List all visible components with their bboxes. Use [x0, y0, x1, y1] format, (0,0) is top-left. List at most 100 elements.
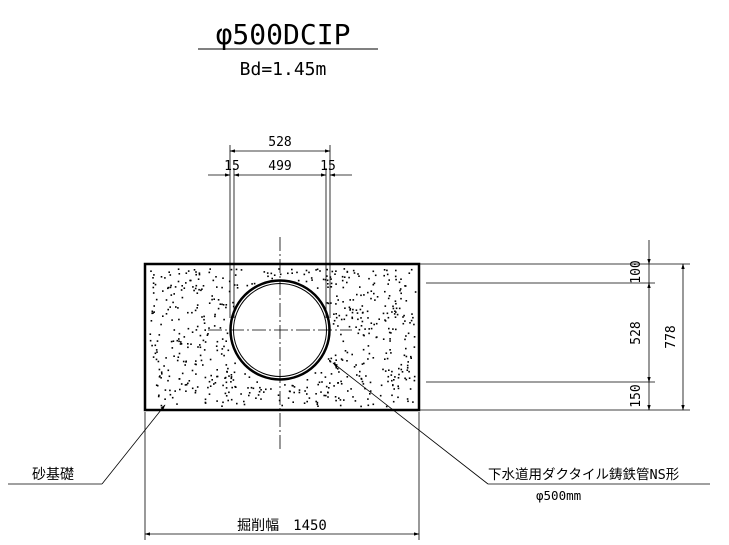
- sand-speckle: [410, 357, 412, 359]
- sand-speckle: [233, 371, 236, 374]
- sand-speckle: [362, 348, 365, 351]
- sand-speckle: [178, 352, 181, 355]
- sand-speckle: [337, 382, 339, 384]
- sand-speckle: [180, 383, 183, 385]
- sand-speckle: [259, 386, 261, 389]
- sand-speckle: [389, 338, 391, 340]
- sand-speckle: [181, 372, 184, 375]
- sand-speckle: [252, 387, 255, 390]
- sand-speckle: [335, 367, 338, 369]
- sand-speckle: [407, 332, 410, 335]
- sand-speckle: [414, 291, 417, 293]
- sand-speckle: [346, 376, 349, 378]
- sand-speckle: [263, 271, 266, 273]
- sand-speckle: [216, 400, 218, 402]
- sand-speckle: [369, 390, 372, 392]
- sand-speckle: [160, 323, 162, 326]
- sand-speckle: [187, 346, 189, 349]
- sand-speckle: [326, 279, 329, 282]
- sand-speckle: [173, 329, 176, 331]
- sand-speckle: [198, 272, 201, 274]
- sand-speckle: [402, 322, 405, 325]
- sand-speckle: [278, 399, 281, 402]
- sand-speckle: [228, 391, 230, 394]
- sand-speckle: [185, 272, 188, 274]
- sand-speckle: [356, 374, 358, 376]
- sand-speckle: [334, 354, 337, 357]
- sand-speckle: [406, 364, 409, 367]
- sand-speckle: [326, 275, 328, 277]
- sand-speckle: [226, 332, 229, 335]
- sand-speckle: [333, 313, 335, 315]
- sand-speckle: [384, 319, 386, 321]
- dim-bottom-width: 掘削幅 1450: [237, 518, 327, 534]
- sand-speckle: [248, 392, 251, 394]
- sand-speckle: [195, 284, 198, 287]
- sand-speckle: [201, 316, 203, 318]
- sand-speckle: [343, 268, 346, 270]
- sand-speckle: [185, 360, 187, 363]
- sand-speckle: [386, 357, 389, 360]
- sand-speckle: [411, 313, 413, 315]
- sand-speckle: [160, 377, 162, 379]
- sand-speckle: [379, 394, 382, 397]
- sand-speckle: [358, 275, 360, 277]
- sand-speckle: [367, 291, 369, 294]
- sand-speckle: [322, 278, 325, 281]
- sand-speckle: [208, 393, 211, 395]
- sand-speckle: [194, 309, 197, 312]
- sand-speckle: [221, 405, 223, 407]
- sand-speckle: [204, 402, 207, 404]
- sand-speckle: [208, 327, 210, 329]
- sand-speckle: [389, 340, 391, 342]
- sand-speckle: [221, 303, 223, 306]
- sand-speckle: [360, 377, 363, 380]
- sand-speckle: [183, 287, 186, 289]
- sand-speckle: [318, 381, 321, 384]
- sand-speckle: [217, 299, 220, 301]
- sand-speckle: [388, 327, 390, 330]
- sand-speckle: [225, 395, 228, 397]
- sand-speckle: [357, 273, 359, 275]
- sand-speckle: [410, 268, 413, 271]
- sand-speckle: [360, 317, 362, 319]
- sand-speckle: [365, 375, 367, 377]
- sand-speckle: [177, 268, 180, 270]
- sand-speckle: [195, 360, 197, 362]
- sand-speckle: [155, 349, 158, 351]
- sand-speckle: [370, 297, 372, 300]
- sand-speckle: [271, 277, 273, 280]
- sand-speckle: [287, 397, 290, 399]
- sand-speckle: [394, 316, 397, 318]
- sand-speckle: [152, 286, 155, 289]
- sand-speckle: [150, 320, 153, 322]
- sand-speckle: [178, 273, 181, 275]
- sand-speckle: [376, 296, 379, 298]
- sand-speckle: [212, 279, 215, 282]
- sand-speckle: [187, 311, 189, 314]
- sand-speckle: [344, 350, 347, 352]
- sand-speckle: [342, 301, 344, 303]
- sand-speckle: [194, 391, 197, 394]
- sand-speckle: [330, 373, 333, 375]
- sand-speckle: [169, 389, 171, 392]
- sand-speckle: [211, 298, 213, 301]
- sand-speckle: [236, 284, 239, 286]
- sand-speckle: [391, 379, 393, 382]
- sand-speckle: [179, 388, 181, 391]
- sand-speckle: [384, 320, 387, 322]
- sand-speckle: [407, 400, 409, 403]
- sand-speckle: [213, 325, 216, 327]
- sand-speckle: [263, 391, 265, 393]
- label-pipe-size: φ500mm: [536, 488, 581, 503]
- sand-speckle: [338, 314, 341, 317]
- sand-speckle: [202, 339, 205, 342]
- sand-speckle: [200, 289, 202, 292]
- sand-speckle: [193, 289, 195, 292]
- sand-speckle: [395, 278, 397, 281]
- sand-speckle: [339, 404, 342, 407]
- sand-speckle: [363, 294, 365, 296]
- sand-speckle: [404, 377, 406, 380]
- sand-speckle: [180, 341, 182, 343]
- sand-speckle: [187, 382, 189, 385]
